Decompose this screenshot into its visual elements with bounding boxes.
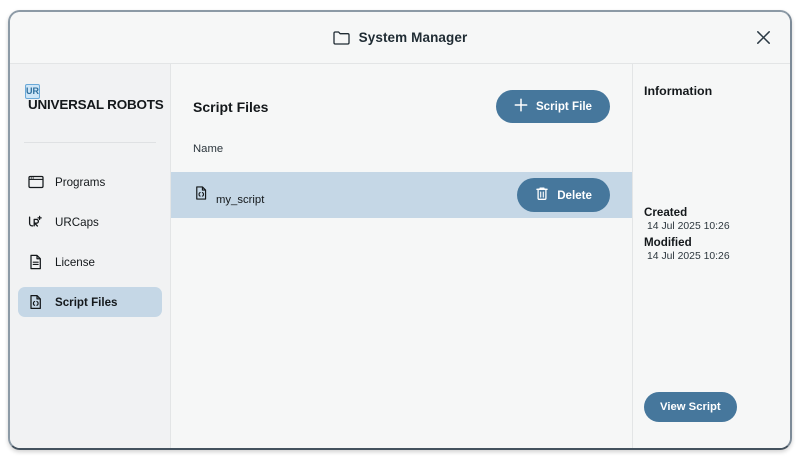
sidebar-item-label: Script Files: [55, 295, 118, 309]
modified-value: 14 Jul 2025 10:26: [647, 251, 730, 262]
delete-button-label: Delete: [557, 188, 592, 202]
sidebar-item-label: Programs: [55, 175, 106, 189]
script-file-icon: [27, 293, 45, 311]
brand-name: UNIVERSAL ROBOTS: [28, 97, 164, 112]
title-bar: System Manager: [10, 12, 790, 64]
sidebar-divider: [24, 142, 156, 143]
script-file-name: my_script: [216, 193, 265, 206]
system-manager-window: System Manager UR UNIVERSAL ROBOTS: [8, 10, 792, 450]
close-icon[interactable]: [750, 25, 776, 51]
window-title-group: System Manager: [10, 12, 790, 63]
information-panel: Information Created 14 Jul 2025 10:26 Mo…: [633, 64, 790, 448]
sidebar: UR UNIVERSAL ROBOTS Programs: [10, 64, 171, 448]
add-script-file-label: Script File: [535, 100, 592, 113]
information-title: Information: [644, 84, 713, 98]
created-value: 14 Jul 2025 10:26: [647, 221, 730, 232]
universal-robots-mark-icon: UR: [25, 84, 40, 99]
window-icon: [27, 173, 45, 191]
main-panel: Script Files Script File Name: [171, 64, 633, 448]
information-fields: Created 14 Jul 2025 10:26 Modified 14 Ju…: [644, 206, 730, 266]
sidebar-item-script-files[interactable]: Script Files: [18, 287, 162, 317]
folder-icon: [332, 30, 350, 45]
add-script-file-button[interactable]: Script File: [495, 90, 610, 123]
sidebar-item-label: URCaps: [55, 215, 99, 229]
trash-icon: [535, 186, 549, 204]
main-header: Script Files Script File: [171, 64, 632, 123]
urcaps-plus-icon: [27, 213, 45, 231]
plus-icon: [514, 98, 528, 115]
created-label: Created: [644, 206, 688, 219]
window-title: System Manager: [358, 30, 468, 45]
script-file-list: my_script Delete: [171, 172, 632, 218]
sidebar-item-programs[interactable]: Programs: [18, 167, 162, 197]
modified-label: Modified: [644, 236, 692, 249]
column-header-name: Name: [193, 143, 224, 155]
view-script-button[interactable]: View Script: [644, 392, 737, 422]
script-file-icon: [193, 184, 210, 207]
delete-button[interactable]: Delete: [517, 178, 610, 212]
table-row[interactable]: my_script Delete: [171, 172, 632, 218]
script-file-entry: my_script: [193, 184, 264, 207]
sidebar-nav: Programs URCaps: [10, 167, 170, 317]
sidebar-item-license[interactable]: License: [18, 247, 162, 277]
sidebar-item-label: License: [55, 255, 95, 269]
sidebar-item-urcaps[interactable]: URCaps: [18, 207, 162, 237]
window-body: UR UNIVERSAL ROBOTS Programs: [10, 64, 790, 448]
page-title: Script Files: [193, 98, 269, 115]
document-icon: [27, 253, 45, 271]
brand-logo: UR UNIVERSAL ROBOTS: [10, 64, 170, 126]
